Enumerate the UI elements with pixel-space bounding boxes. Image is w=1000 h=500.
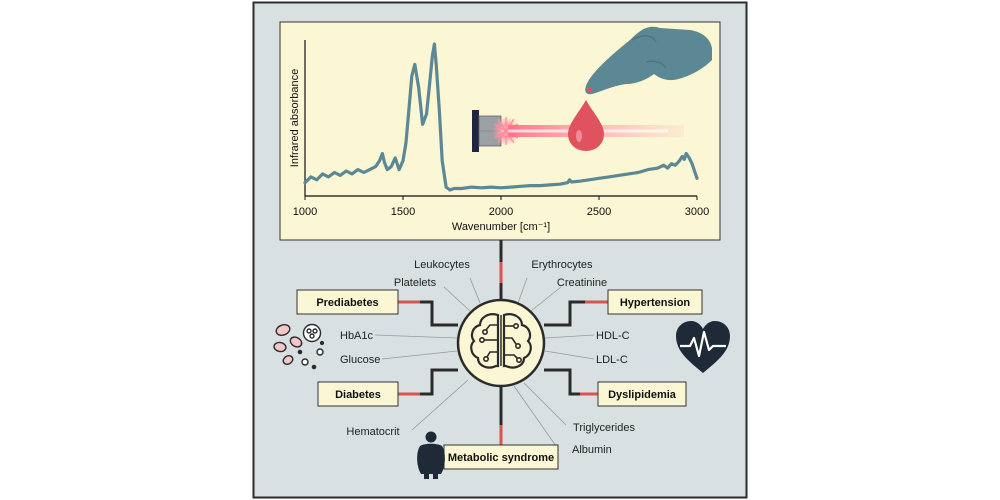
marker-glucose: Glucose xyxy=(340,354,380,366)
brain-circuit-icon xyxy=(456,298,546,388)
marker-lines xyxy=(374,277,595,447)
metabolic-syndrome-box: Metabolic syndrome xyxy=(443,444,559,470)
x-tick-label: 3000 xyxy=(685,206,709,218)
marker-triglycerides: Triglycerides xyxy=(573,422,635,434)
x-tick-label: 1000 xyxy=(293,206,317,218)
hypertension-box: Hypertension xyxy=(607,289,703,315)
spectrum-series-line xyxy=(303,42,699,192)
x-axis-ticks: 1000 1500 2000 2500 3000 xyxy=(293,196,709,218)
blood-cells-icon xyxy=(273,323,325,370)
dyslipidemia-box: Dyslipidemia xyxy=(597,381,687,407)
hypertension-label: Hypertension xyxy=(620,297,691,309)
metabolic-syndrome-label: Metabolic syndrome xyxy=(448,452,554,464)
x-tick-label: 2500 xyxy=(587,206,611,218)
prediabetes-box: Prediabetes xyxy=(296,289,399,315)
heart-rate-icon xyxy=(676,321,730,373)
marker-leukocytes: Leukocytes xyxy=(414,259,470,271)
marker-ldl: LDL-C xyxy=(596,354,628,366)
marker-platelets: Platelets xyxy=(394,277,437,289)
diabetes-box: Diabetes xyxy=(317,381,399,407)
marker-erythrocytes: Erythrocytes xyxy=(531,259,593,271)
marker-hdl: HDL-C xyxy=(596,330,630,342)
blood-drop-highlight xyxy=(576,130,582,142)
y-axis-title: Infrared absorbance xyxy=(289,69,301,167)
x-tick-label: 2000 xyxy=(489,206,513,218)
finger-prick-icon xyxy=(585,26,712,95)
prediabetes-label: Prediabetes xyxy=(316,297,378,309)
diabetes-label: Diabetes xyxy=(335,389,381,401)
marker-hba1c: HbA1c xyxy=(340,330,374,342)
connector-network xyxy=(398,240,608,445)
laser-burst-icon xyxy=(492,117,520,145)
marker-creatinine: Creatinine xyxy=(557,277,607,289)
x-tick-label: 1500 xyxy=(391,206,415,218)
person-icon xyxy=(417,431,445,479)
x-axis-title: Wavenumber [cm⁻¹] xyxy=(452,221,550,233)
dyslipidemia-label: Dyslipidemia xyxy=(608,389,677,401)
marker-albumin: Albumin xyxy=(572,444,612,456)
marker-hematocrit: Hematocrit xyxy=(346,426,399,438)
